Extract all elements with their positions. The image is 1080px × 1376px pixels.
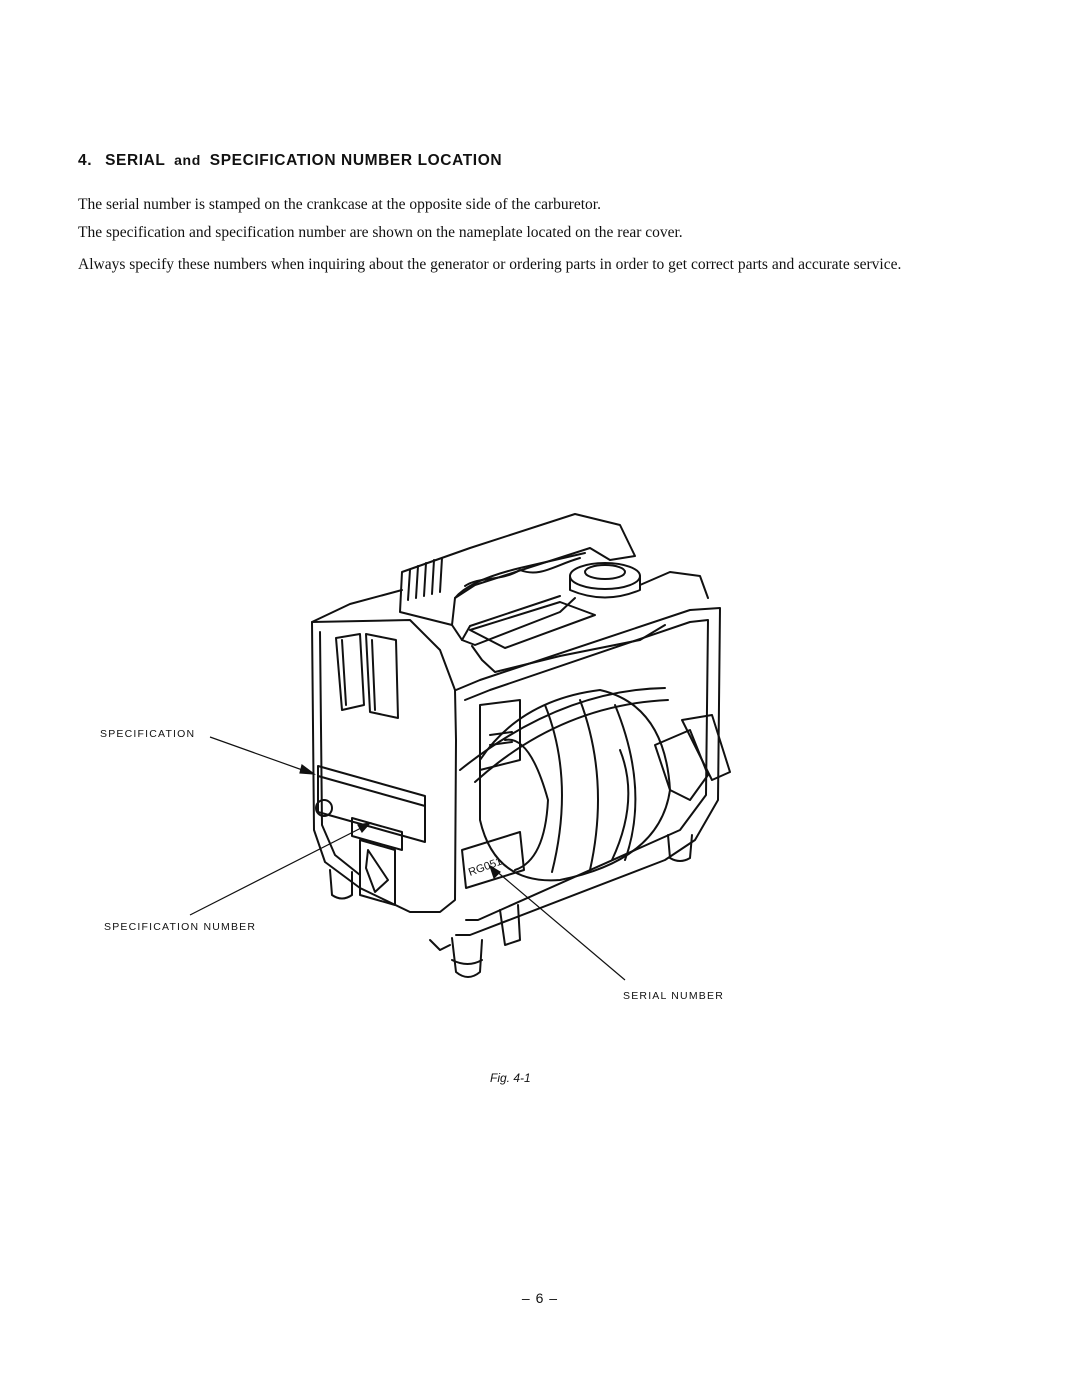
figure-caption: Fig. 4-1 [490, 1071, 531, 1085]
paragraph-ordering-note: Always specify these numbers when inquir… [78, 256, 902, 273]
leader-specification [209, 736, 309, 773]
section-title-part1: SERIAL [105, 152, 166, 169]
section-title-part2: SPECIFICATION NUMBER LOCATION [209, 152, 503, 169]
foot-left [329, 869, 353, 900]
section-number: 4. [78, 152, 93, 169]
fuel-cap [569, 562, 641, 590]
vent-slot-left [335, 633, 365, 711]
leader-specification-number [189, 825, 366, 916]
label-serial-number: SERIAL NUMBER [623, 990, 724, 1002]
foot-right [667, 834, 693, 862]
specification-number-plate [351, 817, 403, 851]
label-specification-number: SPECIFICATION NUMBER [104, 921, 257, 933]
serial-stamp-text: RG051 [467, 856, 504, 879]
section-title-and: and [174, 152, 201, 168]
carburetor [654, 729, 709, 801]
top-cover [311, 571, 709, 646]
fuel-line [459, 687, 669, 783]
outlet [315, 799, 333, 817]
foot-front [451, 937, 483, 978]
rear-cover [311, 619, 457, 913]
vent-slot-right [365, 633, 399, 719]
paragraph-serial-location: The serial number is stamped on the cran… [78, 196, 601, 213]
serial-stamp-plate [461, 831, 525, 889]
leader-serial-number [494, 869, 626, 981]
choke-lever [681, 714, 731, 781]
handle-outline [399, 513, 636, 626]
section-heading: 4. SERIAL and SPECIFICATION NUMBER LOCAT… [78, 152, 502, 170]
page-number: – 6 – [521, 1290, 559, 1306]
nameplate [317, 765, 426, 843]
frame-tube [455, 607, 721, 936]
generator-figure: RG051 [189, 513, 731, 981]
paragraph-specification-location: The specification and specification numb… [78, 224, 683, 241]
label-specification: SPECIFICATION [100, 728, 196, 740]
